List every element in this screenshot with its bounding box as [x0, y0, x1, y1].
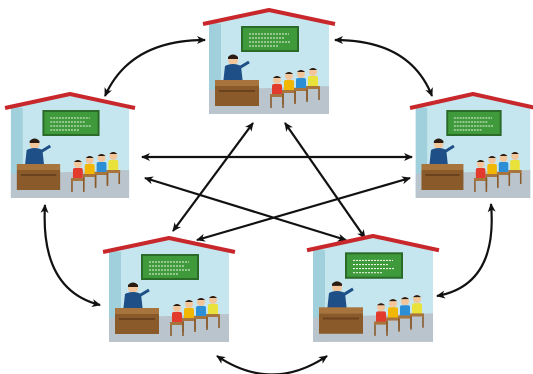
chalk-writing	[149, 261, 191, 275]
classroom-bottom-right	[306, 233, 440, 342]
student-figure	[170, 304, 184, 336]
chalk-writing	[353, 259, 395, 274]
student-figure	[410, 295, 424, 328]
classrooms	[4, 8, 533, 342]
student-figure	[473, 160, 488, 192]
chalkboard	[448, 112, 500, 134]
student-figure	[294, 70, 308, 102]
teacher-desk	[319, 307, 363, 334]
arrow-classroom-right-to-classroom-bottom-right	[436, 203, 496, 299]
teacher-figure	[123, 282, 150, 312]
roof	[102, 236, 236, 254]
student-figure	[508, 152, 522, 184]
chalkboard	[243, 28, 297, 50]
connections	[40, 36, 496, 374]
student-figure	[374, 303, 388, 336]
classroom-top	[202, 8, 336, 114]
classroom-left	[4, 92, 136, 198]
arrow-classroom-left-to-classroom-bottom-right	[144, 176, 347, 242]
student-figure	[82, 156, 97, 188]
roof	[409, 92, 533, 110]
students-group	[270, 68, 320, 108]
student-figure	[182, 300, 196, 332]
students-group	[70, 152, 121, 192]
student-figure	[94, 154, 109, 186]
chalkboard	[143, 256, 197, 278]
arrow-classroom-left-to-classroom-bottom-left	[40, 204, 101, 307]
chalk-writing	[249, 33, 291, 47]
arrow-classroom-right-to-classroom-bottom-left	[196, 176, 411, 242]
student-figure	[485, 156, 499, 188]
students-group	[473, 152, 522, 192]
teacher-figure	[223, 54, 250, 84]
classroom-right	[409, 92, 533, 198]
chalkboard	[347, 254, 401, 277]
roof	[4, 92, 136, 110]
arrow-classroom-bottom-left-to-classroom-bottom-right	[216, 355, 328, 374]
arrow-classroom-top-to-classroom-bottom-left	[172, 122, 254, 232]
students-group	[374, 295, 424, 336]
students-group	[170, 296, 220, 336]
arrow-classroom-top-to-classroom-bottom-right	[284, 122, 366, 239]
arrow-classroom-top-to-classroom-left	[103, 36, 206, 97]
chalkboard	[44, 112, 98, 134]
classroom-bottom-left	[102, 236, 236, 342]
student-figure	[106, 152, 121, 184]
teacher-desk	[115, 308, 159, 334]
student-figure	[206, 296, 220, 328]
student-figure	[194, 298, 208, 330]
arrow-classroom-top-to-classroom-right	[334, 36, 434, 97]
roof	[202, 8, 336, 26]
student-figure	[398, 297, 412, 330]
teacher-desk	[215, 80, 259, 106]
student-figure	[306, 68, 320, 100]
roof	[306, 233, 440, 253]
teacher-figure	[24, 138, 52, 168]
teacher-figure	[327, 281, 354, 312]
teacher-desk	[16, 164, 61, 190]
teacher-desk	[421, 164, 464, 190]
teacher-figure	[429, 138, 455, 168]
